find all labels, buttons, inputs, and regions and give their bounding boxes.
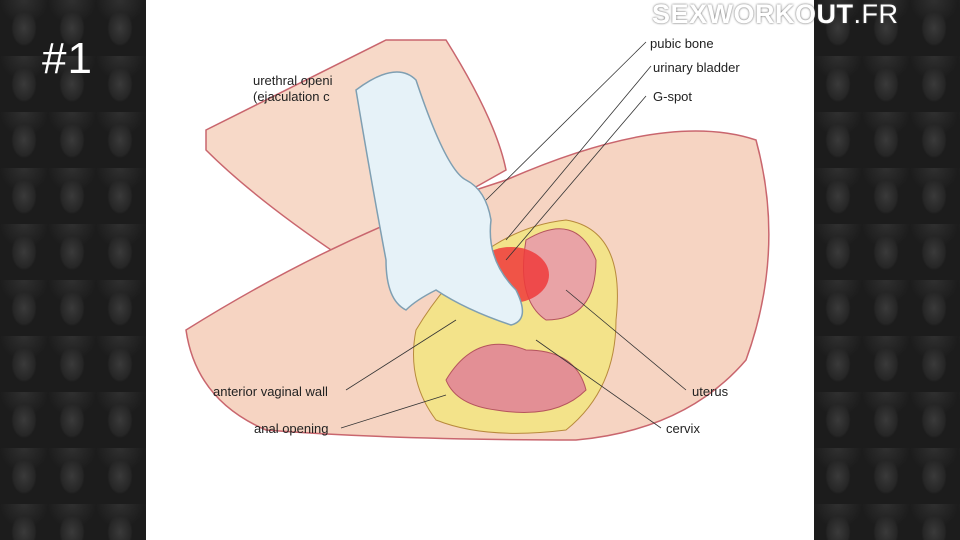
label-urethral-opening: urethral openi(ejaculation c [253,73,333,105]
leader-lines [340,41,687,429]
label-urethral-line1: urethral openi [253,73,333,88]
label-pubic-bone: pubic bone [650,36,714,51]
rank-number: #1 [42,34,93,83]
label-anterior-vaginal-wall: anterior vaginal wall [213,384,328,399]
label-urinary-bladder: urinary bladder [653,60,740,75]
glove-hand [355,71,524,326]
label-urethral-line2: (ejaculation c [253,89,330,104]
right-pattern-border [814,0,960,540]
label-cervix: cervix [666,421,700,436]
illustration [185,39,770,441]
label-anal-opening: anal opening [254,421,329,436]
anatomy-diagram: pubic bone urinary bladder G-spot urethr… [146,0,814,540]
label-uterus: uterus [692,384,729,399]
left-pattern-border [0,0,146,540]
watermark-tld: .FR [853,0,899,29]
rectum-shape [445,343,587,413]
label-g-spot: G-spot [653,89,693,104]
watermark-main: SEXWORKOUT [652,0,854,29]
watermark: SEXWORKOUT.FR [652,0,899,28]
